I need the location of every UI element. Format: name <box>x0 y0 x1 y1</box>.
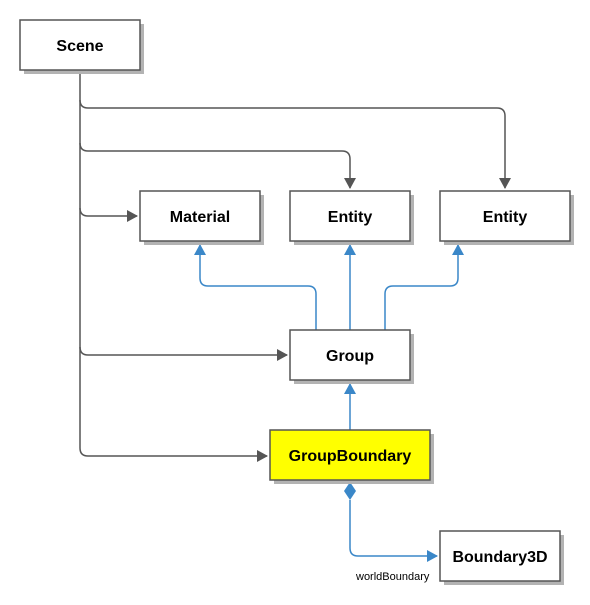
node-boundary3d[interactable]: Boundary3D <box>439 530 564 585</box>
edge-scene-group-boundary[interactable] <box>79 347 268 462</box>
group-edges <box>194 244 464 562</box>
edge-scene-entity2[interactable] <box>79 72 511 189</box>
edge-label-world-boundary: worldBoundary <box>355 571 430 583</box>
node-entity-1[interactable]: Entity <box>289 190 414 245</box>
node-label-group: Group <box>326 348 374 365</box>
node-label-boundary3d: Boundary3D <box>452 549 547 566</box>
node-scene[interactable]: Scene <box>19 19 144 74</box>
node-label-material: Material <box>170 209 230 226</box>
node-material[interactable]: Material <box>139 190 264 245</box>
node-box <box>439 530 561 582</box>
node-box <box>139 190 261 242</box>
node-group-boundary[interactable]: GroupBoundary <box>269 429 434 484</box>
node-label-entity-2: Entity <box>483 209 528 226</box>
scene-edges <box>79 72 511 462</box>
node-box <box>289 329 411 381</box>
composition-diamond <box>344 482 356 500</box>
node-label-entity-1: Entity <box>328 209 373 226</box>
node-box <box>19 19 141 71</box>
node-box <box>289 190 411 242</box>
edge-group-entity2[interactable] <box>384 244 464 330</box>
edge-groupboundary-boundary3d[interactable] <box>349 500 438 562</box>
edge-group-material[interactable] <box>194 244 317 330</box>
node-group[interactable]: Group <box>289 329 414 384</box>
edge-scene-entity1[interactable] <box>79 100 356 189</box>
node-entity-2[interactable]: Entity <box>439 190 574 245</box>
node-label-group-boundary: GroupBoundary <box>289 448 412 465</box>
node-box-highlighted <box>269 429 431 481</box>
edge-scene-material[interactable] <box>79 143 138 222</box>
node-box <box>439 190 571 242</box>
node-label-scene: Scene <box>56 38 103 55</box>
